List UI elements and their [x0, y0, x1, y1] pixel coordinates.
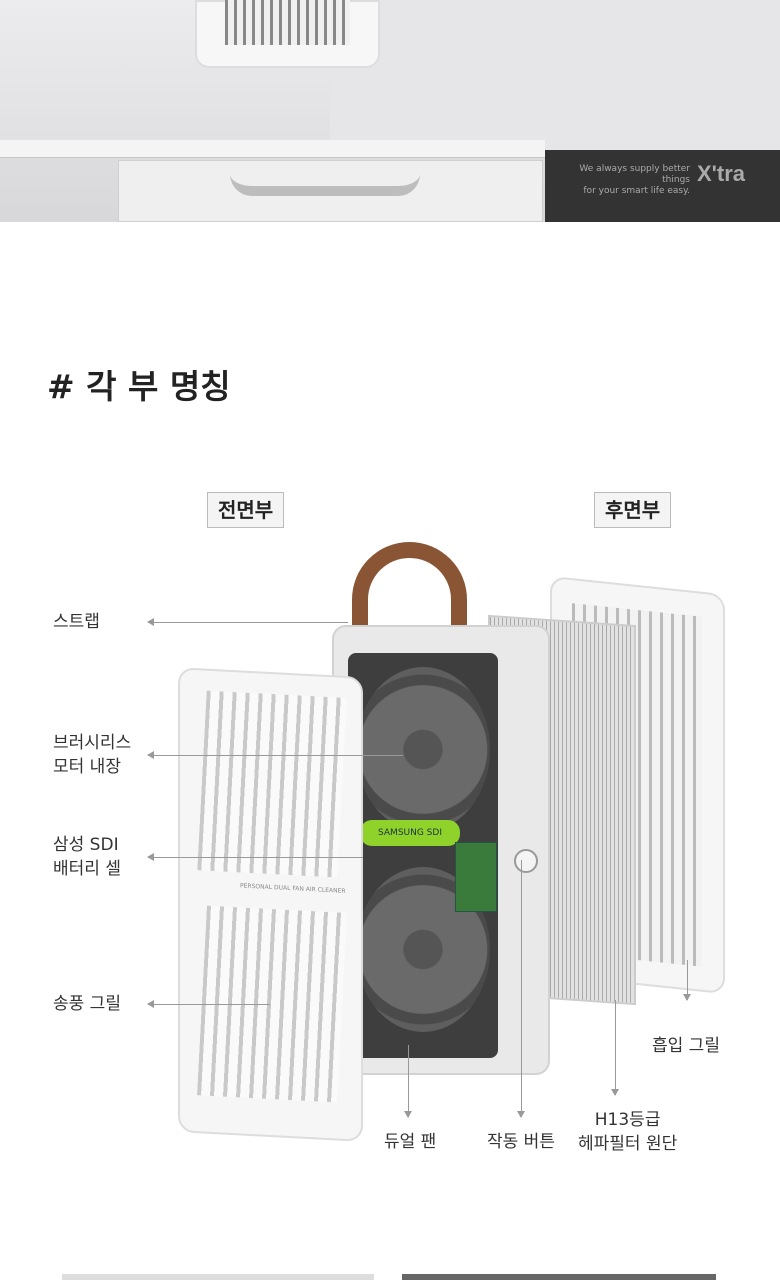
outlet-grill-illustration: PERSONAL DUAL FAN AIR CLEANER — [178, 667, 363, 1142]
label-line: 모터 내장 — [53, 757, 121, 777]
front-tag: 전면부 — [207, 492, 285, 528]
section-title: # 각 부 명칭 — [47, 367, 231, 406]
label-line: H13등급 — [594, 1110, 661, 1130]
arrow-strap — [147, 618, 348, 626]
arrow-outlet-grill — [147, 1000, 270, 1008]
label-outlet-grill: 송풍 그릴 — [53, 994, 121, 1014]
arrow-power-button — [517, 860, 525, 1118]
dark-panel — [545, 150, 780, 222]
label-line: 브러시리스 — [53, 733, 132, 753]
drawer-handle — [230, 174, 420, 196]
grill-print: PERSONAL DUAL FAN AIR CLEANER — [240, 882, 346, 895]
label-intake-grill: 흡입 그릴 — [652, 1036, 720, 1056]
pcb-illustration — [455, 842, 497, 912]
slogan-line: for your smart life easy. — [583, 186, 690, 196]
arrow-intake-grill — [683, 960, 691, 1001]
next-image-left — [62, 1274, 374, 1280]
arrow-battery — [147, 853, 363, 861]
label-battery: 삼성 SDI 배터리 셀 — [53, 833, 121, 881]
device-grill — [225, 0, 350, 45]
battery-illustration: SAMSUNG SDI — [360, 820, 460, 846]
label-line: 배터리 셀 — [53, 859, 121, 879]
label-strap: 스트랩 — [53, 612, 100, 632]
label-power-button: 작동 버튼 — [487, 1132, 555, 1152]
desk-edge — [0, 140, 545, 158]
label-dual-fan: 듀얼 팬 — [384, 1132, 437, 1152]
fan-top — [356, 667, 490, 832]
brand-logo: X'tra — [697, 161, 746, 186]
main-body-illustration — [332, 625, 550, 1075]
arrow-motor — [147, 751, 403, 759]
desk-surface-right — [330, 0, 780, 155]
slogan-line: We always supply better things — [579, 164, 690, 185]
arrow-dual-fan — [404, 1045, 412, 1118]
label-line: 삼성 SDI — [53, 835, 119, 855]
arrow-filter — [611, 1000, 619, 1096]
power-button-illustration — [514, 849, 538, 873]
rear-tag: 후면부 — [594, 492, 672, 528]
label-line: 헤파필터 원단 — [578, 1134, 678, 1154]
next-image-right — [402, 1274, 716, 1280]
